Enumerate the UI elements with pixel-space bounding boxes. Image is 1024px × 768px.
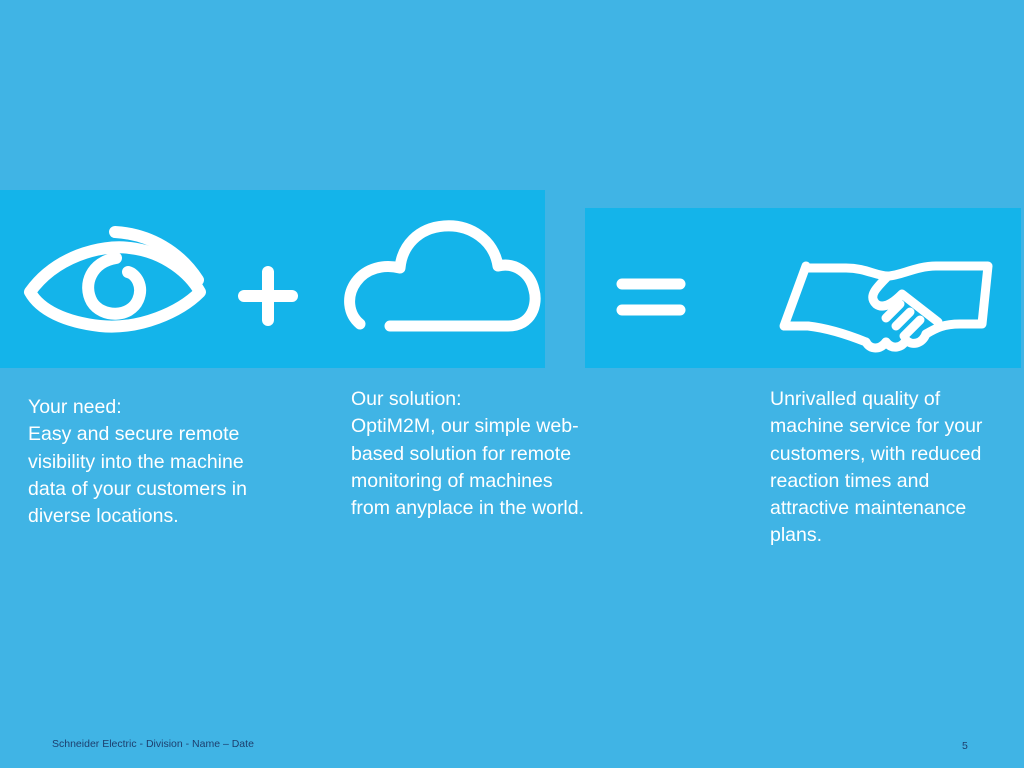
solution-text: Our solution: OptiM2M, our simple web-ba… (351, 388, 585, 520)
plus-icon (236, 264, 300, 328)
need-text: Your need: Easy and secure remote visibi… (28, 396, 247, 528)
footer-label: Schneider Electric - Division - Name – D… (52, 738, 254, 750)
cloud-icon (338, 216, 542, 336)
result-text: Unrivalled quality of machine service fo… (770, 388, 983, 547)
equals-icon (614, 274, 688, 320)
handshake-icon (776, 254, 994, 356)
eye-icon (20, 222, 210, 340)
page-number: 5 (962, 740, 968, 752)
